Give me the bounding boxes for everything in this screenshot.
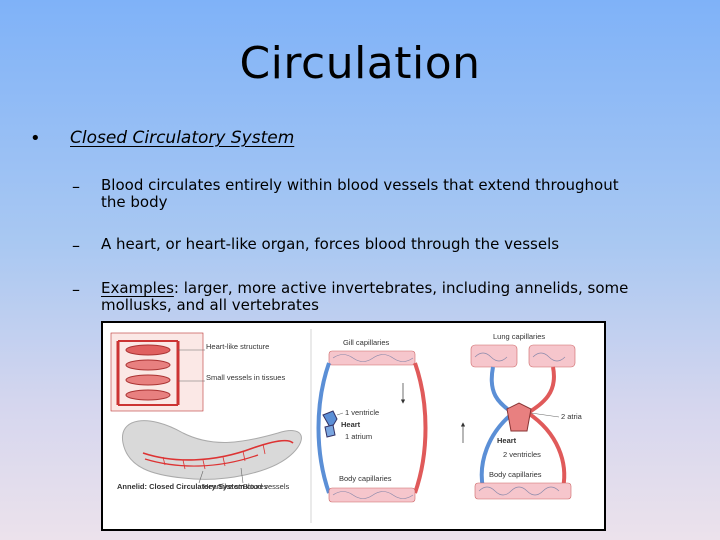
sub-bullet-blood-circulates: Blood circulates entirely within blood v…	[101, 176, 619, 211]
annelid-caption: Annelid: Closed Circulatory System	[117, 482, 245, 491]
bullet-marker: •	[30, 128, 41, 149]
label-fish-body-capillaries: Body capillaries	[339, 474, 392, 483]
label-one-ventricle: 1 ventricle	[345, 408, 379, 417]
sub-bullet-examples: Examples: larger, more active invertebra…	[101, 280, 661, 314]
slide-title: Circulation	[239, 38, 481, 89]
label-blood-vessels: Blood vessels	[243, 482, 290, 491]
dash-marker: –	[72, 236, 80, 255]
label-one-atrium: 1 atrium	[345, 432, 372, 441]
sub-bullet-heart: A heart, or heart-like organ, forces blo…	[101, 235, 560, 253]
mammal-diagram: Lung capillaries 2 atria Heart 2 ventric…	[460, 332, 583, 500]
annelid-diagram: Heart-like structure Small vessels in ti…	[110, 332, 302, 491]
bullet-closed-circulatory: Closed Circulatory System	[70, 128, 295, 148]
label-mammal-heart: Heart	[497, 436, 517, 445]
label-two-ventricles: 2 ventricles	[503, 450, 541, 459]
label-lung-capillaries: Lung capillaries	[493, 332, 545, 341]
circulatory-systems-figure: Heart-like structure Small vessels in ti…	[101, 321, 606, 531]
label-heartlike-structures: Heartlike structures	[203, 482, 268, 491]
examples-label: Examples	[101, 279, 174, 297]
label-mammal-body-capillaries: Body capillaries	[489, 470, 542, 479]
label-two-atria: 2 atria	[561, 412, 583, 421]
label-gill-capillaries: Gill capillaries	[343, 338, 390, 347]
label-fish-heart: Heart	[341, 420, 361, 429]
examples-text: : larger, more active invertebrates, inc…	[101, 279, 629, 314]
label-small-vessels: Small vessels in tissues	[206, 373, 285, 382]
label-heart-like-structure: Heart-like structure	[206, 342, 269, 351]
fish-diagram: Gill capillaries 1 ventricle Heart 1 atr…	[316, 338, 428, 503]
dash-marker: –	[72, 177, 80, 196]
dash-marker: –	[72, 280, 80, 299]
